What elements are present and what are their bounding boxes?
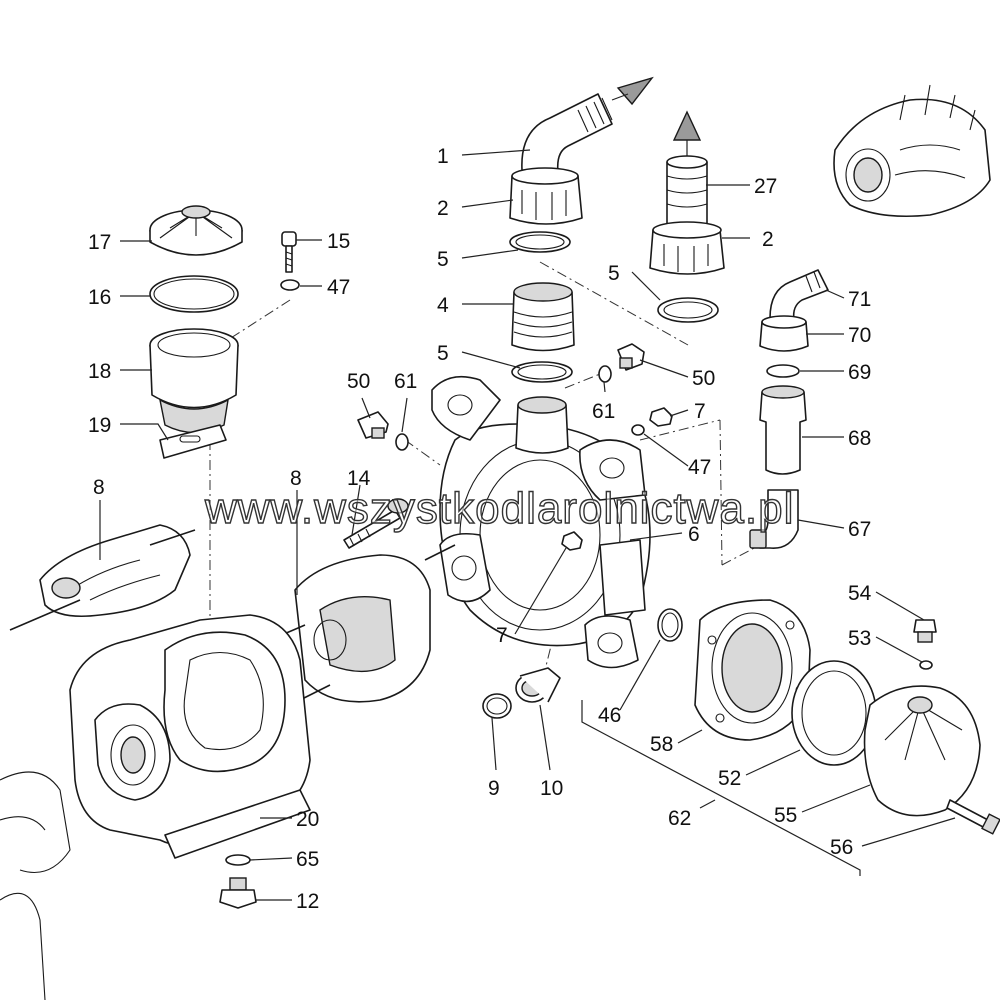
pump-housing-6 [431, 375, 651, 669]
callout-68: 68 [848, 427, 871, 450]
plug-50b [617, 343, 645, 371]
bolt-56 [946, 799, 1000, 835]
callout-5: 5 [437, 248, 449, 271]
callout-2: 2 [762, 228, 774, 251]
washer-47a [280, 279, 300, 291]
check-valve-10 [515, 667, 561, 703]
callout-10: 10 [540, 777, 563, 800]
nut-7b [561, 531, 583, 551]
callout-19: 19 [88, 414, 111, 437]
callout-7: 7 [496, 624, 508, 647]
plug-50a [357, 411, 389, 439]
callout-52: 52 [718, 767, 741, 790]
o-ring-69 [766, 364, 800, 378]
callout-27: 27 [754, 175, 777, 198]
watermark: www.wszystkodlarolnictwa.pl [204, 483, 795, 533]
callout-20: 20 [296, 808, 319, 831]
callout-65: 65 [296, 848, 319, 871]
drain-plug-12 [219, 877, 257, 909]
callout-7: 7 [694, 400, 706, 423]
callout-61: 61 [592, 400, 615, 423]
union-nut-2b [649, 221, 725, 275]
filter-bowl-18 [149, 328, 239, 434]
bracket-19 [159, 424, 227, 459]
washer-53 [919, 660, 933, 670]
callout-69: 69 [848, 361, 871, 384]
piston-block-8b [269, 544, 456, 703]
threaded-adapter-4 [511, 282, 575, 352]
o-ring-16 [149, 275, 239, 313]
callout-14: 14 [347, 467, 371, 490]
callout-5: 5 [608, 262, 620, 285]
callout-47: 47 [688, 456, 711, 479]
outlet-elbow-1 [521, 76, 654, 173]
elbow-71 [769, 269, 829, 321]
callout-2: 2 [437, 197, 449, 220]
nut-7a [649, 407, 673, 427]
union-nut-2 [509, 167, 583, 225]
callout-61: 61 [394, 370, 417, 393]
callout-46: 46 [598, 704, 621, 727]
valve-body-68 [759, 385, 807, 475]
callout-47: 47 [327, 276, 350, 299]
crankcase-20 [0, 614, 311, 1000]
leader-lines [99, 149, 956, 901]
callout-50: 50 [692, 367, 715, 390]
callout-54: 54 [848, 582, 872, 605]
callout-55: 55 [774, 804, 797, 827]
callout-15: 15 [327, 230, 350, 253]
callout-62: 62 [668, 807, 691, 830]
callout-8: 8 [290, 467, 302, 490]
callout-16: 16 [88, 286, 111, 309]
callout-17: 17 [88, 231, 111, 254]
washer-47b [631, 424, 645, 436]
plug-54 [913, 619, 937, 643]
o-ring-65 [225, 854, 251, 866]
callout-58: 58 [650, 733, 673, 756]
callout-5: 5 [437, 342, 449, 365]
callout-4: 4 [437, 294, 449, 317]
elbow-67 [749, 489, 799, 549]
pump-thumbnail [833, 84, 991, 218]
diaphragm-52 [791, 660, 877, 766]
filter-cap-17 [149, 205, 243, 256]
callout-18: 18 [88, 360, 111, 383]
callout-8: 8 [93, 476, 105, 499]
callout-70: 70 [848, 324, 871, 347]
callout-6: 6 [688, 523, 700, 546]
diaphragm-housing-58 [694, 599, 811, 741]
callout-9: 9 [488, 777, 500, 800]
callout-56: 56 [830, 836, 853, 859]
callout-labels: 1 2 5 4 5 27 2 5 17 15 16 47 18 19 50 61… [88, 145, 872, 913]
callout-67: 67 [848, 518, 871, 541]
diaphragm-cover-55 [863, 685, 981, 817]
hose-tail-27 [666, 110, 708, 229]
bolt-14 [343, 498, 409, 549]
screw-15 [281, 231, 297, 273]
piston-block-8a [9, 524, 196, 631]
callout-12: 12 [296, 890, 319, 913]
callout-1: 1 [437, 145, 449, 168]
o-ring-61b [598, 365, 612, 383]
callout-71: 71 [848, 288, 871, 311]
callout-53: 53 [848, 627, 871, 650]
nut-70 [759, 315, 809, 352]
o-ring-61a [395, 433, 409, 451]
callout-50: 50 [347, 370, 370, 393]
